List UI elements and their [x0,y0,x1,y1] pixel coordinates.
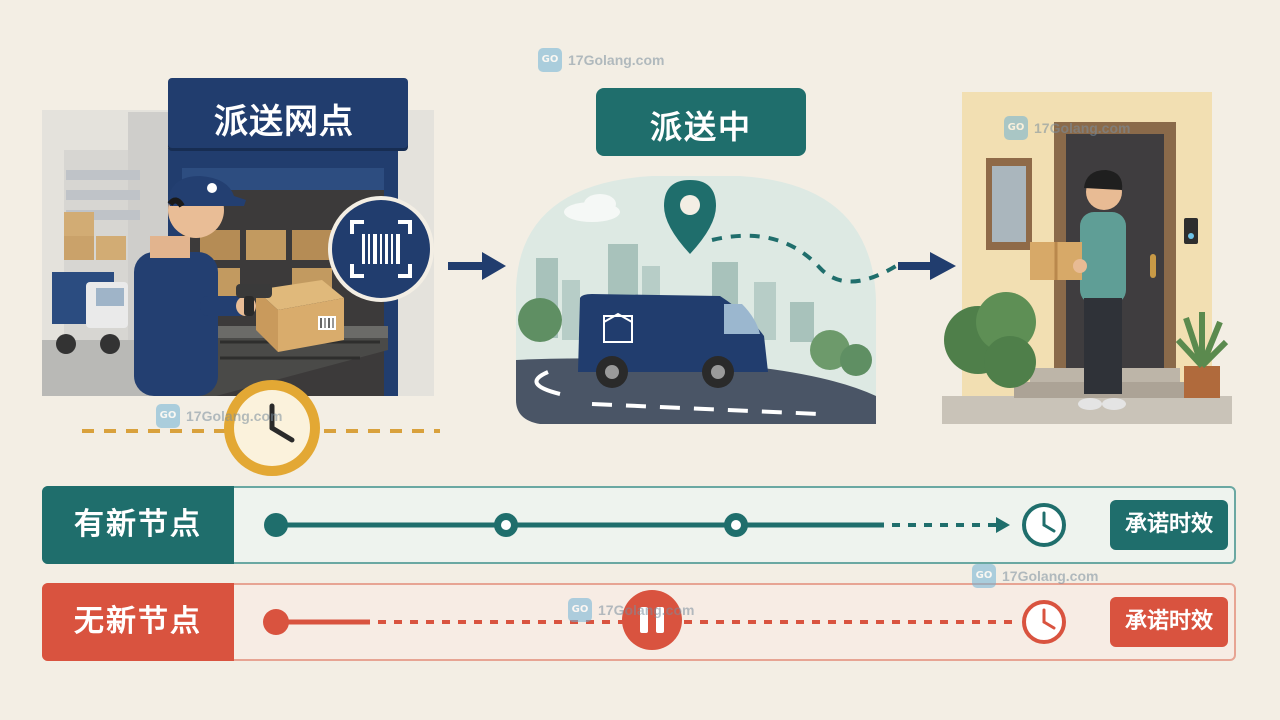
watermark-logo-icon: GO [972,564,996,588]
watermark-text: 17Golang.com [186,408,283,424]
route-line [711,233,898,284]
pause-icon [622,590,682,650]
watermark-logo-icon: GO [538,48,562,72]
watermark: GO 17Golang.com [972,564,1098,588]
timeline-label-new: 有新节点 [42,486,234,564]
promise-badge-new: 承诺时效 [1110,500,1228,550]
watermark: GO 17Golang.com [568,598,694,622]
timeline-track-none [263,590,1066,650]
watermark: GO 17Golang.com [1004,116,1130,140]
timeline-with-new-nodes: 有新节点 承诺时效 [42,486,1236,564]
arrow-right-icon [448,252,506,280]
timeline-node [264,513,288,537]
watermark-logo-icon: GO [156,404,180,428]
clock-icon [1022,503,1066,547]
timeline-label-none: 无新节点 [42,583,234,661]
watermark-text: 17Golang.com [1002,568,1099,584]
watermark-logo-icon: GO [1004,116,1028,140]
timeline-track-new [264,503,1066,547]
status-pill: 派送中 [596,88,806,156]
timeline-node [263,609,289,635]
transit-scene [516,176,876,424]
promise-badge-none: 承诺时效 [1110,597,1228,647]
watermark-logo-icon: GO [568,598,592,622]
recipient-person [1030,170,1126,410]
doorstep-scene [942,92,1232,424]
barcode-scan-icon [328,196,434,302]
watermark-text: 17Golang.com [568,52,665,68]
watermark-text: 17Golang.com [1034,120,1131,136]
clock-icon [1022,600,1066,644]
status-pill-label: 派送中 [649,108,752,146]
watermark-text: 17Golang.com [598,602,695,618]
watermark: GO 17Golang.com [538,48,664,72]
arrow-right-icon [898,252,956,280]
timeline-without-new-nodes: 无新节点 承诺时效 [42,583,1236,661]
alarm-clock-icon [224,380,320,476]
depot-sign-label: 派送网点 [214,102,354,142]
delivery-van [578,294,768,388]
courier-worker [134,176,272,396]
map-pin-icon [664,180,716,254]
watermark: GO 17Golang.com [156,404,282,428]
depot-sign: 派送网点 [168,78,408,148]
